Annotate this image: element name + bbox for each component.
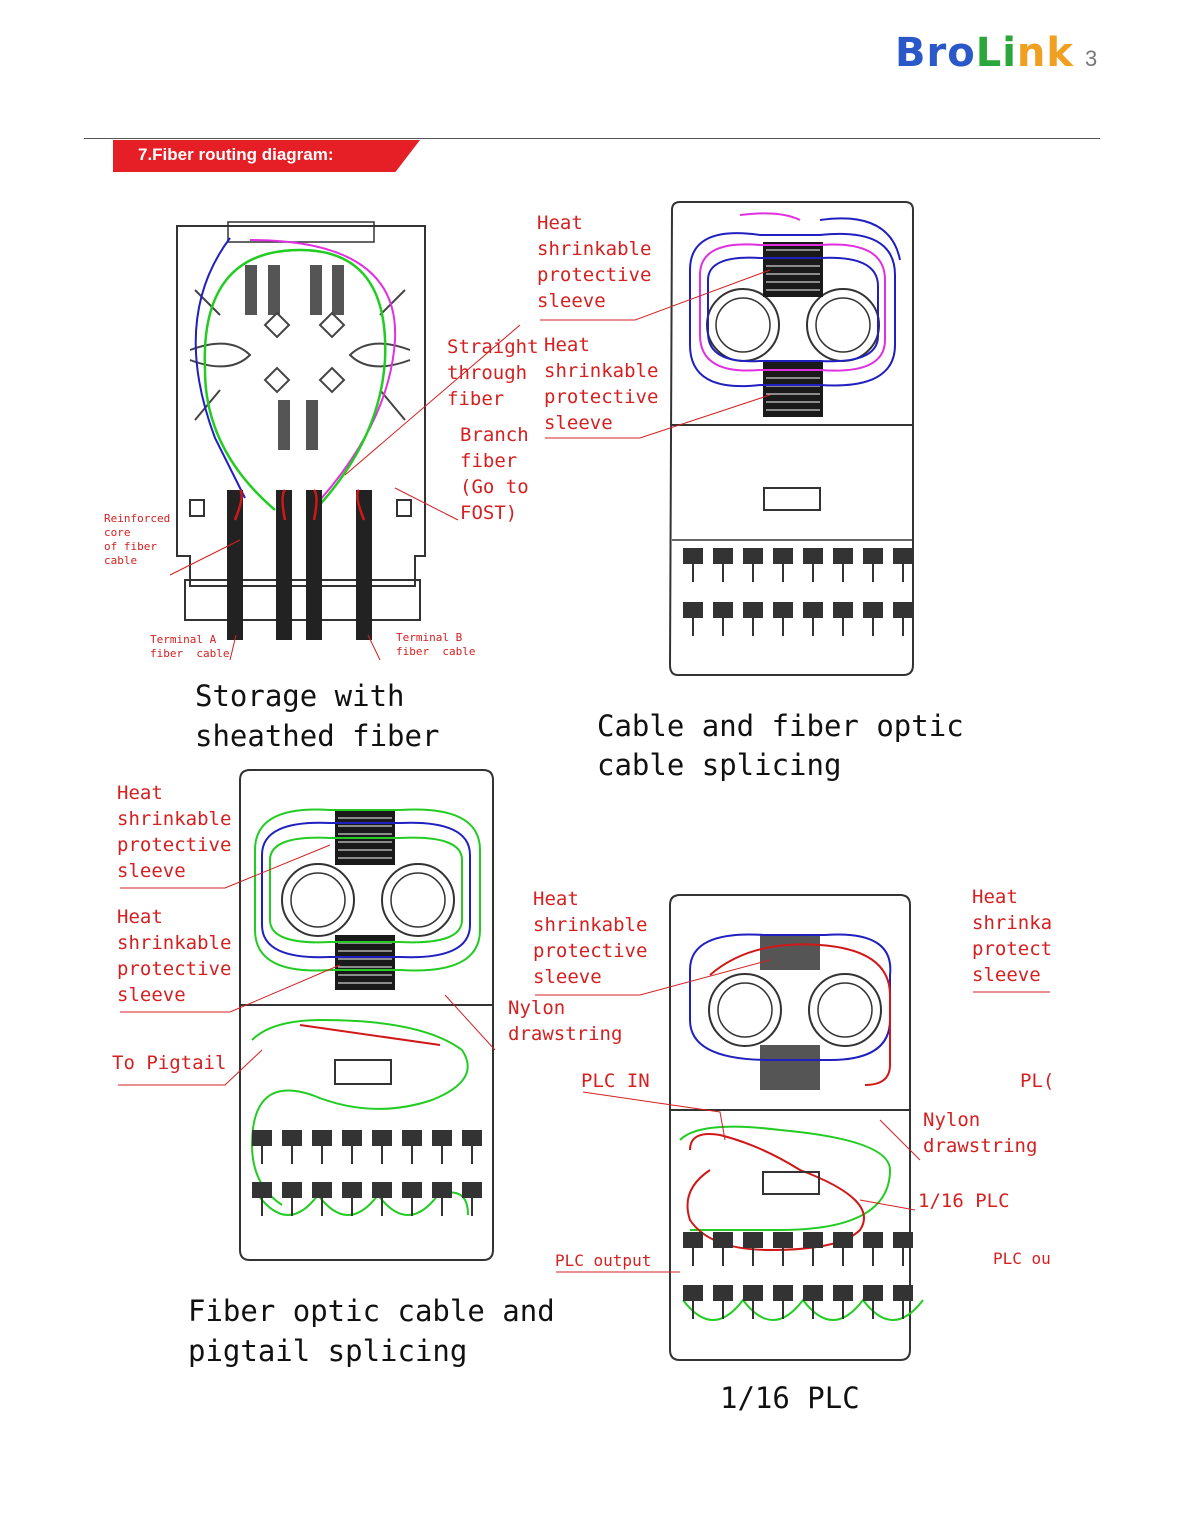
label-plc-right: PL(	[1020, 1070, 1055, 1092]
header-divider	[84, 138, 1100, 139]
diagram-storage	[169, 221, 521, 661]
label-nylon-drawstring-4: Nylon drawstring	[923, 1109, 1038, 1157]
label-heat-sleeve-right: Heat shrinka protect sleeve	[972, 886, 1053, 986]
section-title: 7.Fiber routing diagram:	[138, 145, 334, 164]
label-heat-sleeve-3a: Heat shrinkable protective sleeve	[117, 782, 232, 882]
label-plc-splitter: 1/16 PLC	[918, 1190, 1010, 1212]
caption-plc: 1/16 PLC	[720, 1381, 860, 1415]
diagram-plc	[535, 894, 1050, 1361]
caption-pigtail-line1: Fiber optic cable and	[188, 1294, 555, 1328]
label-heat-sleeve-top: Heat shrinkable protective sleeve	[537, 212, 652, 312]
label-heat-sleeve-3b: Heat shrinkable protective sleeve	[117, 906, 232, 1006]
label-to-pigtail: To Pigtail	[112, 1052, 227, 1074]
label-terminal-a: Terminal A fiber cable	[150, 633, 230, 660]
label-reinforced-core: Reinforced core of fiber cable	[104, 512, 171, 567]
label-plc-output-right: PLC ou	[993, 1249, 1051, 1268]
caption-storage-line1: Storage with	[195, 679, 405, 713]
label-terminal-b: Terminal B fiber cable	[396, 631, 476, 658]
caption-cable-line2: cable splicing	[597, 748, 842, 782]
label-heat-sleeve-bottom: Heat shrinkable protective sleeve	[544, 334, 659, 434]
page-number: 3	[1085, 46, 1098, 71]
diagram-cable-splicing	[540, 201, 914, 676]
label-plc-output: PLC output	[555, 1251, 652, 1270]
label-nylon-drawstring-3: Nylon drawstring	[508, 997, 623, 1045]
caption-pigtail-line2: pigtail splicing	[188, 1334, 468, 1368]
label-heat-sleeve-4: Heat shrinkable protective sleeve	[533, 888, 648, 988]
label-branch-fiber: Branch fiber (Go to FOST)	[460, 424, 529, 524]
caption-storage-line2: sheathed fiber	[195, 719, 440, 753]
section-title-bar	[113, 140, 420, 172]
label-straight-through-fiber: Straight through fiber	[447, 336, 539, 410]
brand-logo: BroLink	[895, 30, 1074, 76]
caption-cable-line1: Cable and fiber optic	[597, 709, 964, 743]
diagram-pigtail-splicing	[118, 769, 496, 1261]
label-plc-in: PLC IN	[581, 1070, 650, 1092]
